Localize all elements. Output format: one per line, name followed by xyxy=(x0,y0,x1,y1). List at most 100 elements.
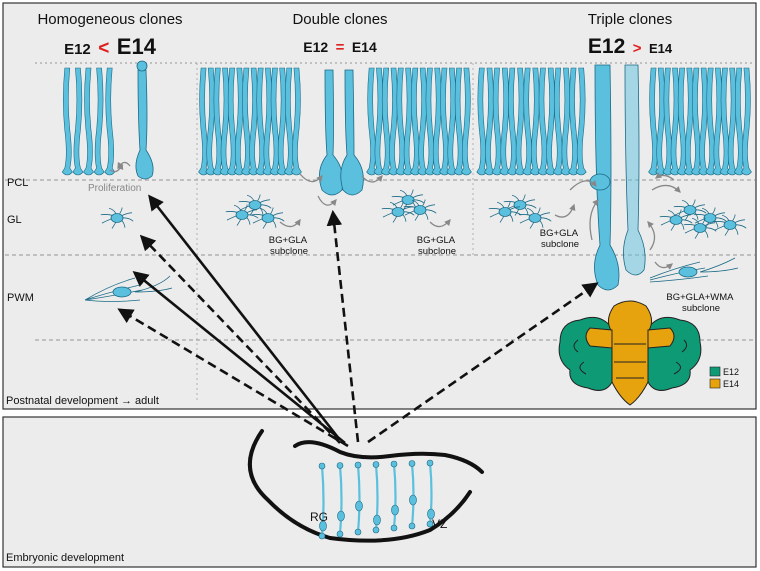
bergmann-fiber xyxy=(373,67,385,176)
bergmann-fiber xyxy=(560,67,572,176)
astrocyte xyxy=(403,199,437,221)
legend-label-e14: E14 xyxy=(723,379,739,389)
bergmann-fiber xyxy=(241,67,252,176)
astrocyte xyxy=(488,201,522,223)
bergmann-fiber xyxy=(366,67,378,176)
bergmann-fiber xyxy=(205,67,217,176)
astrocyte xyxy=(659,209,693,231)
caption-postnatal: Postnatal development → adult xyxy=(6,395,159,407)
subclone-label-c: BG+GLA subclone xyxy=(540,228,580,250)
bergmann-fiber xyxy=(676,67,688,176)
radial-glia-cell xyxy=(354,461,363,536)
bergmann-fiber xyxy=(460,67,472,176)
bergmann-fiber xyxy=(507,67,518,176)
astrocyte xyxy=(225,204,259,226)
column-title-double: Double clones xyxy=(292,11,387,28)
layer-label-pwm: PWM xyxy=(7,292,34,304)
bergmann-fiber xyxy=(698,67,709,176)
bergmann-fiber xyxy=(691,67,702,176)
bergmann-fiber xyxy=(212,67,224,176)
column-title-triple: Triple clones xyxy=(588,11,672,28)
bergmann-fiber xyxy=(514,67,526,176)
radial-glia-cell xyxy=(318,462,327,540)
radial-glia-cell xyxy=(426,459,435,528)
bergmann-fiber xyxy=(431,67,443,176)
bergmann-fiber xyxy=(226,67,238,176)
bergmann-fiber xyxy=(552,67,564,176)
bergmann-fiber xyxy=(93,67,105,176)
bergmann-fiber xyxy=(726,67,738,176)
bergmann-fiber xyxy=(529,67,541,176)
bergmann-fiber xyxy=(446,67,458,176)
bergmann-fiber xyxy=(269,67,281,176)
bergmann-fiber xyxy=(476,67,488,176)
astrocyte xyxy=(503,194,537,216)
legend-label-e12: E12 xyxy=(723,367,739,377)
bergmann-glia-fibers xyxy=(61,67,752,176)
bergmann-fiber xyxy=(453,67,465,176)
astrocyte xyxy=(251,207,285,229)
bergmann-fiber xyxy=(683,67,695,176)
bergmann-fiber xyxy=(283,67,295,176)
astrocyte xyxy=(683,217,717,239)
bergmann-fiber xyxy=(568,67,579,176)
astrocyte xyxy=(518,207,552,229)
comparison-homogeneous: E12 < E14 xyxy=(64,34,157,59)
label-rg: RG xyxy=(310,510,328,524)
subclone-label-b: BG+GLA subclone xyxy=(417,235,457,257)
bergmann-fiber xyxy=(545,67,556,176)
bergmann-fiber xyxy=(262,67,274,176)
comparison-double: E12 = E14 xyxy=(303,39,377,56)
bergmann-fiber xyxy=(291,67,302,176)
embryonic-panel xyxy=(2,416,757,568)
bergmann-fiber xyxy=(484,67,495,176)
bergmann-fiber xyxy=(276,67,288,176)
radial-glia-cell xyxy=(336,462,345,538)
radial-glia-cell xyxy=(372,461,381,534)
subclone-label-d: BG+GLA+WMA subclone xyxy=(666,292,735,314)
bergmann-fiber xyxy=(72,67,84,176)
bergmann-fiber xyxy=(648,67,659,176)
bergmann-fiber xyxy=(104,67,116,176)
subclone-label-a: BG+GLA subclone xyxy=(269,235,309,257)
lineage-arrows xyxy=(117,194,599,448)
bergmann-fiber xyxy=(417,67,429,176)
bergmann-fiber xyxy=(669,67,681,176)
radial-glia-cell xyxy=(390,460,399,532)
layer-label-pcl: PCL xyxy=(7,177,28,189)
bergmann-fiber xyxy=(233,67,245,176)
comparison-triple: E12 > E14 xyxy=(588,35,673,58)
bergmann-fiber xyxy=(575,67,587,176)
legend-swatch-e14 xyxy=(709,378,721,389)
bergmann-fiber xyxy=(219,67,231,176)
bergmann-fiber xyxy=(83,67,94,176)
astrocyte xyxy=(693,207,727,229)
cerebellum-schematic xyxy=(558,300,702,406)
bergmann-fiber xyxy=(402,67,414,176)
bergmann-fiber xyxy=(499,67,511,176)
radial-glia xyxy=(318,459,435,540)
proliferation-arrows xyxy=(109,161,681,270)
astrocyte xyxy=(713,214,747,236)
bergmann-fiber xyxy=(388,67,399,176)
bergmann-fiber xyxy=(439,67,450,176)
bergmann-glia-somata xyxy=(135,60,646,291)
bergmann-fiber xyxy=(712,67,724,176)
astrocyte xyxy=(381,201,415,223)
radial-glia-cell xyxy=(408,460,417,530)
bergmann-fiber xyxy=(198,67,209,176)
granular-layer-astrocytes xyxy=(100,189,747,239)
bergmann-fiber xyxy=(741,67,752,176)
bergmann-fiber xyxy=(537,67,549,176)
bergmann-fiber xyxy=(719,67,731,176)
bergmann-fiber xyxy=(61,67,73,176)
bergmann-fiber xyxy=(705,67,717,176)
astrocyte xyxy=(100,207,134,229)
embryonic-neural-tube xyxy=(248,429,484,543)
bergmann-fiber xyxy=(424,67,436,176)
caption-embryonic: Embryonic development xyxy=(6,552,124,564)
astrocyte xyxy=(673,199,707,221)
layer-label-gl: GL xyxy=(7,214,22,226)
white-matter-astrocytes xyxy=(84,257,739,302)
